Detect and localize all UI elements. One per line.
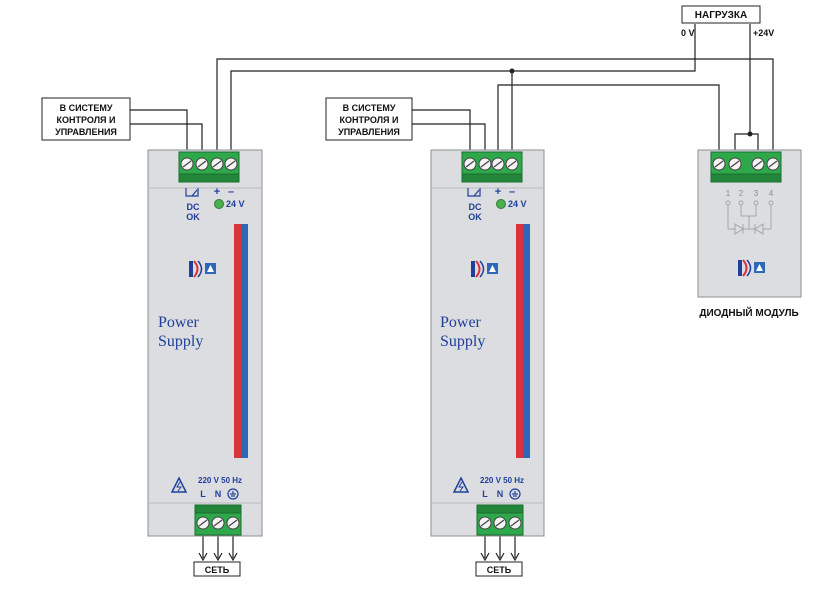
load-box: НАГРУЗКА — [681, 5, 761, 24]
screw-terminal — [478, 516, 492, 530]
ps2-mains-leads — [480, 535, 520, 562]
relay-label-line2: OK — [468, 212, 482, 222]
screw-terminal — [728, 157, 742, 171]
ps1-relay-wire-b — [130, 123, 203, 152]
screw-terminal — [712, 157, 726, 171]
input-terminal-block — [476, 504, 524, 536]
terminal-number-4: 4 — [769, 189, 774, 198]
plus-label: + — [214, 186, 220, 198]
screw-terminal — [463, 157, 477, 171]
diode-schematic-icon — [725, 200, 774, 235]
zero-volt-label: 0 V — [681, 28, 695, 38]
control-label-line2: КОНТРОЛЯ И — [340, 115, 399, 125]
screw-terminal — [751, 157, 765, 171]
terminal-number-1: 1 — [726, 189, 731, 198]
screw-terminal — [505, 157, 519, 171]
screw-terminal — [196, 516, 210, 530]
product-title-line1: Power — [440, 314, 482, 331]
diode-module: 1 2 3 4 — [697, 149, 802, 298]
product-title-line1: Power — [158, 314, 200, 331]
screw-terminal — [766, 157, 780, 171]
relay-label-line1: DC — [187, 202, 200, 212]
warning-icon — [170, 476, 188, 493]
dc-ok-led — [496, 199, 506, 209]
product-title-line2: Supply — [158, 333, 203, 350]
screw-terminal — [226, 516, 240, 530]
relay-label-line2: OK — [186, 212, 200, 222]
terminal-number-3: 3 — [754, 189, 759, 198]
ps1-relay-wire-a — [130, 109, 188, 152]
ps1-mains-leads — [198, 535, 238, 562]
diode-bridge-wire — [734, 133, 759, 152]
blue-stripe — [241, 224, 248, 458]
plus-label: + — [495, 186, 501, 198]
terminal-number-2: 2 — [739, 189, 744, 198]
voltage-label: 24 V — [508, 199, 527, 209]
control-label-line3: УПРАВЛЕНИЯ — [338, 127, 400, 137]
input-terminal-block — [194, 504, 242, 536]
wires — [130, 24, 774, 562]
screw-terminal — [210, 157, 224, 171]
red-stripe — [516, 224, 523, 458]
screw-terminal — [211, 516, 225, 530]
junction-dot — [509, 68, 515, 74]
input-rating: 220 V 50 Hz — [480, 476, 524, 485]
ps2-relay-wire-a — [412, 109, 471, 152]
junction-dot — [747, 131, 753, 137]
control-label-line1: В СИСТЕМУ — [60, 103, 113, 113]
diode-terminal-block — [710, 151, 782, 183]
relay-label-line1: DC — [469, 202, 482, 212]
ps1-plus-wire — [216, 58, 774, 152]
mains-label: СЕТЬ — [205, 565, 230, 575]
minus-label: – — [509, 186, 515, 198]
screw-terminal — [493, 516, 507, 530]
input-n-label: N — [215, 489, 222, 499]
mains-label-box: СЕТЬ — [475, 561, 523, 577]
ps2-control-box: В СИСТЕМУ КОНТРОЛЯ И УПРАВЛЕНИЯ — [325, 97, 413, 141]
power-supply-1: DC OK + – 24 V Power Supply 220 V 50 Hz … — [147, 149, 263, 577]
control-label-line2: КОНТРОЛЯ И — [57, 115, 116, 125]
voltage-label: 24 V — [226, 199, 245, 209]
ps2-relay-wire-b — [412, 123, 486, 152]
relay-contact-icon — [185, 188, 199, 197]
input-l-label: L — [200, 489, 206, 499]
screw-terminal — [491, 157, 505, 171]
control-label-line1: В СИСТЕМУ — [343, 103, 396, 113]
ps2-plus-wire — [497, 84, 720, 152]
control-label-line3: УПРАВЛЕНИЯ — [55, 127, 117, 137]
minus-label: – — [228, 186, 234, 198]
power-supply-2: DC OK + – 24 V Power Supply 220 V 50 Hz … — [430, 149, 545, 577]
plus24-label: +24V — [753, 28, 774, 38]
input-rating: 220 V 50 Hz — [198, 476, 242, 485]
ps1-minus-wire — [230, 70, 512, 152]
screw-terminal — [478, 157, 492, 171]
input-l-label: L — [482, 489, 488, 499]
input-n-label: N — [497, 489, 504, 499]
product-title-line2: Supply — [440, 333, 485, 350]
mains-label-box: СЕТЬ — [193, 561, 241, 577]
red-stripe — [234, 224, 241, 458]
relay-contact-icon — [467, 188, 481, 197]
screw-terminal — [224, 157, 238, 171]
screw-terminal — [180, 157, 194, 171]
load-label: НАГРУЗКА — [695, 10, 747, 21]
diode-module-label: ДИОДНЫЙ МОДУЛЬ — [699, 306, 798, 319]
output-terminal-block — [461, 151, 523, 183]
mains-label: СЕТЬ — [487, 565, 512, 575]
dc-ok-led — [214, 199, 224, 209]
warning-icon — [452, 476, 470, 493]
ps1-control-box: В СИСТЕМУ КОНТРОЛЯ И УПРАВЛЕНИЯ — [41, 97, 131, 141]
zero-volt-wire — [512, 24, 696, 72]
screw-terminal — [195, 157, 209, 171]
output-terminal-block — [178, 151, 240, 183]
screw-terminal — [508, 516, 522, 530]
blue-stripe — [523, 224, 530, 458]
